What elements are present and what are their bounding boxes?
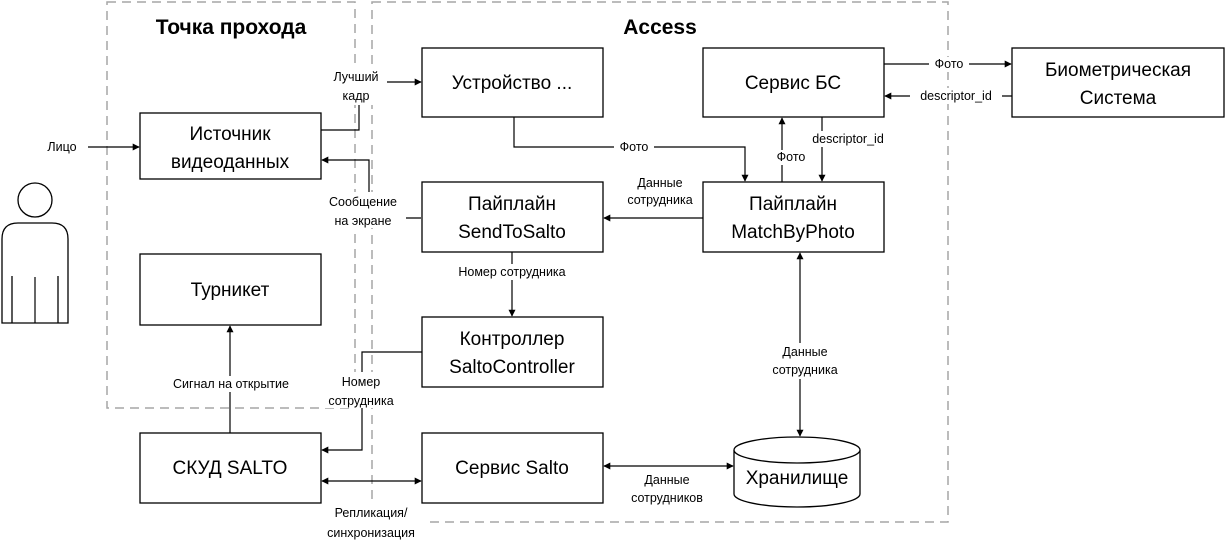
edge-best-frame xyxy=(321,78,422,131)
svg-text:Пайплайн: Пайплайн xyxy=(468,194,556,215)
entry-point-title: Точка прохода xyxy=(156,16,307,39)
label-photo-device-match: Фото xyxy=(620,140,649,154)
label-replication-1: Репликация/ xyxy=(335,506,408,520)
video-source-node[interactable]: Источник видеоданных xyxy=(139,112,322,180)
label-employees-data-salto-storage-2: сотрудников xyxy=(631,491,703,505)
label-photo-match-bs: Фото xyxy=(777,150,806,164)
svg-text:Пайплайн: Пайплайн xyxy=(749,194,837,215)
svg-text:Биометрическая: Биометрическая xyxy=(1045,60,1191,81)
svg-text:Сервис Salto: Сервис Salto xyxy=(455,458,569,479)
label-descriptor-bs-match: descriptor_id xyxy=(812,132,884,146)
bs-service-node[interactable]: Сервис БС xyxy=(702,47,885,118)
controller-node[interactable]: Контроллер SaltoController xyxy=(421,316,604,388)
label-employee-data-storage-1: Данные xyxy=(782,345,827,359)
label-employee-number-ctrl-skud-2: сотрудника xyxy=(328,394,393,408)
svg-text:Сервис БС: Сервис БС xyxy=(745,73,841,94)
svg-text:Источник: Источник xyxy=(189,124,271,145)
svg-text:СКУД SALTO: СКУД SALTO xyxy=(173,458,288,479)
label-employee-number-ctrl-skud-1: Номер xyxy=(342,375,381,389)
label-employee-data-match-send-2: сотрудника xyxy=(627,193,692,207)
salto-service-node[interactable]: Сервис Salto xyxy=(421,432,604,504)
svg-text:видеоданных: видеоданных xyxy=(171,152,290,173)
svg-text:MatchByPhoto: MatchByPhoto xyxy=(731,222,855,243)
label-employee-number-send-ctrl: Номер сотрудника xyxy=(458,265,565,279)
svg-text:SaltoController: SaltoController xyxy=(449,357,575,378)
label-best-frame-1: Лучший xyxy=(333,70,378,84)
device-node[interactable]: Устройство ... xyxy=(421,47,604,118)
storage-node[interactable]: Хранилище xyxy=(733,436,861,508)
label-face: Лицо xyxy=(47,140,76,154)
label-employees-data-salto-storage-1: Данные xyxy=(644,473,689,487)
label-descriptor-bio-bs: descriptor_id xyxy=(920,89,992,103)
label-best-frame-2: кадр xyxy=(343,89,370,103)
turnstile-node[interactable]: Турникет xyxy=(139,253,322,326)
svg-text:Турникет: Турникет xyxy=(191,280,270,301)
label-screen-message-1: Сообщение xyxy=(329,195,397,209)
svg-text:Контроллер: Контроллер xyxy=(460,329,565,350)
svg-text:Система: Система xyxy=(1080,88,1157,109)
person-icon xyxy=(1,182,69,324)
pipeline-match-node[interactable]: Пайплайн MatchByPhoto xyxy=(702,181,885,253)
label-employee-data-match-send-1: Данные xyxy=(637,176,682,190)
biometric-system-node[interactable]: Биометрическая Система xyxy=(1011,47,1225,118)
svg-text:SendToSalto: SendToSalto xyxy=(458,222,566,243)
entry-point-group xyxy=(106,1,356,409)
svg-text:Устройство ...: Устройство ... xyxy=(452,73,573,94)
access-title: Access xyxy=(623,16,697,39)
label-open-signal: Сигнал на открытие xyxy=(173,377,289,391)
pipeline-send-node[interactable]: Пайплайн SendToSalto xyxy=(421,181,604,253)
skud-salto-node[interactable]: СКУД SALTO xyxy=(139,432,322,504)
svg-text:Хранилище: Хранилище xyxy=(746,468,849,489)
access-group xyxy=(371,1,949,523)
label-employee-data-storage-2: сотрудника xyxy=(772,363,837,377)
label-replication-2: синхронизация xyxy=(327,526,415,540)
label-screen-message-2: на экране xyxy=(335,214,392,228)
label-photo-bs-bio: Фото xyxy=(935,57,964,71)
